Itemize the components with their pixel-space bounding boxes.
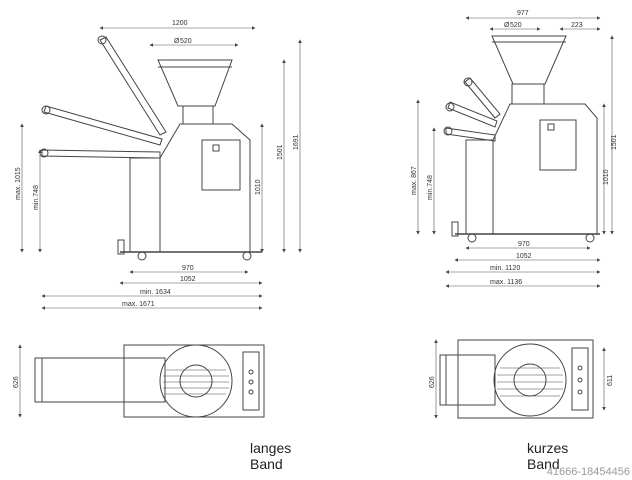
- dim-hopper-diameter: 520: [180, 38, 192, 45]
- left-plan-view: [34, 344, 265, 418]
- dim-max-length: max. 1671: [122, 301, 155, 308]
- right-plan-view: [439, 339, 594, 419]
- dim-base-width: 970: [518, 241, 530, 248]
- right-side-elevation: [443, 35, 600, 243]
- dim-max-belt-height: max. 867: [411, 166, 418, 195]
- conveyor-belt-lower: [443, 126, 496, 142]
- dim-hopper-diameter: 520: [510, 22, 522, 29]
- control-panel: [539, 119, 577, 171]
- hopper-top-view: [159, 344, 233, 418]
- hopper-top-view: [493, 343, 567, 417]
- diameter-symbol: Ø: [504, 22, 510, 29]
- caption-short-line2: Band: [527, 456, 560, 472]
- right-plan-dim-lines: [434, 339, 606, 419]
- dim-width-top: 977: [517, 10, 529, 17]
- dim-plan-width-left: 626: [13, 376, 20, 388]
- conveyor-belt-upper: [97, 35, 167, 136]
- dim-total-height: 1691: [293, 134, 300, 150]
- dim-plan-width-outer: 626: [429, 376, 436, 388]
- dim-width-top: 1200: [172, 20, 188, 27]
- control-panel: [201, 139, 241, 191]
- conveyor-belt-upper: [463, 77, 501, 119]
- dim-min-length: min. 1120: [490, 265, 520, 272]
- caption-long-line1: langes: [250, 440, 292, 456]
- left-dimension-labels: 1200 520 Ø 1691 1501 1010 max. 1015 min.…: [15, 20, 300, 308]
- dim-hopper-offset: 223: [571, 22, 583, 29]
- right-dimension-labels: 977 Ø 520 223 1501 1010 max. 867 min.748…: [411, 10, 618, 286]
- dim-height-mid: 1501: [277, 144, 284, 160]
- dim-height-body: 1010: [603, 169, 610, 185]
- left-dimension-lines: [20, 26, 302, 310]
- hopper: [491, 35, 567, 85]
- diameter-symbol: Ø: [174, 38, 180, 45]
- dim-plan-width-inner: 611: [607, 375, 614, 386]
- caption-long-line2: Band: [250, 456, 283, 472]
- caption-long-belt: langes Band: [250, 440, 291, 472]
- dim-min-belt-height: min.748: [427, 175, 434, 200]
- watermark: 41666-18454456: [546, 466, 630, 478]
- right-dimension-lines: [416, 16, 614, 288]
- dim-min-length: min. 1634: [140, 289, 171, 296]
- dim-height-mid: 1501: [611, 134, 618, 150]
- dim-base-width: 970: [182, 265, 194, 272]
- caption-short-line1: kurzes: [527, 440, 569, 456]
- dim-height-body: 1010: [255, 179, 262, 195]
- dim-min-belt-height: min.748: [33, 185, 40, 210]
- conveyor-belt-middle: [41, 105, 163, 146]
- left-side-elevation: [39, 35, 262, 261]
- conveyor-belt-lower: [39, 148, 161, 159]
- conveyor-belt-middle: [445, 101, 498, 128]
- caption-short-belt: kurzes Band: [527, 440, 568, 472]
- dim-max-belt-height: max. 1015: [15, 167, 22, 200]
- machine-body: [129, 123, 251, 253]
- dim-base-total: 1052: [180, 276, 196, 283]
- dim-max-length: max. 1136: [490, 279, 522, 286]
- dim-base-total: 1052: [516, 253, 532, 260]
